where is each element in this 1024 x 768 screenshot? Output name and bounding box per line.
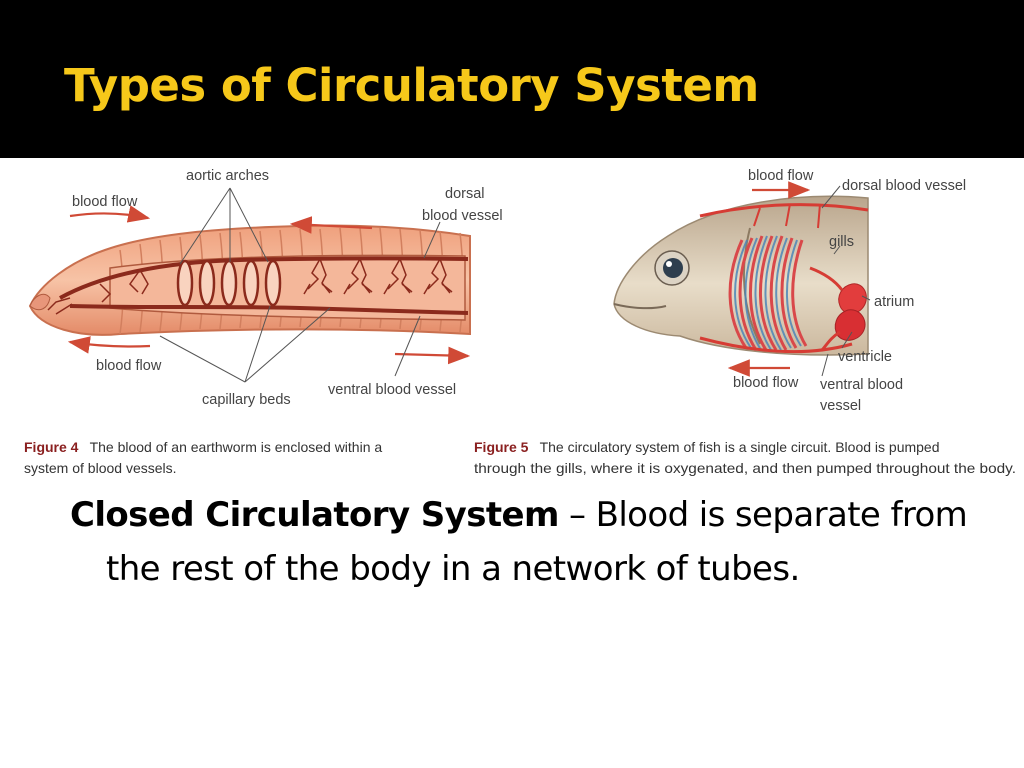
figure5-caption-line1: Figure 5 The circulatory system of fish … <box>474 437 940 456</box>
figure4-caption-line2: system of blood vessels. <box>24 460 177 476</box>
label-fish-blood-flow-top: blood flow <box>748 168 814 184</box>
label-fish-blood-flow-bottom: blood flow <box>733 375 799 391</box>
figure-canvas: aortic arches blood flow dorsal blood ve… <box>24 168 1016 476</box>
figure4-caption-line1: Figure 4 The blood of an earthworm is en… <box>24 437 382 456</box>
circulatory-figures: aortic arches blood flow dorsal blood ve… <box>0 158 1024 490</box>
fish-flow-arrows <box>727 181 811 377</box>
label-dorsal-blood-vessel: blood vessel <box>422 208 503 224</box>
label-blood-flow-top: blood flow <box>72 194 138 210</box>
label-ventral-vessel: vessel <box>820 398 861 414</box>
figure5-caption-line2: through the gills, where it is oxygenate… <box>474 460 1016 476</box>
label-ventral-blood-vessel: ventral blood vessel <box>328 382 456 398</box>
label-gills: gills <box>829 234 854 250</box>
earthworm-leader-lines <box>159 187 441 383</box>
label-capillary-beds: capillary beds <box>202 392 291 408</box>
body-definition: – Blood is separate from the rest of the… <box>106 495 968 589</box>
slide-title: Types of Circulatory System <box>64 59 759 112</box>
label-blood-flow-bottom: blood flow <box>96 358 162 374</box>
figure5-label: Figure 5 <box>474 439 529 455</box>
label-atrium: atrium <box>874 294 914 310</box>
label-dorsal: dorsal <box>445 186 485 202</box>
label-ventral-blood: ventral blood <box>820 377 903 393</box>
slide-header: Types of Circulatory System <box>0 0 1024 158</box>
label-ventricle: ventricle <box>838 349 892 365</box>
body-paragraph: Closed Circulatory System – Blood is sep… <box>70 488 1006 596</box>
figure5-caption-text1: The circulatory system of fish is a sing… <box>540 439 940 455</box>
figure4-label: Figure 4 <box>24 439 79 455</box>
body-term: Closed Circulatory System <box>70 495 559 535</box>
earthworm-flow-arrows <box>67 205 471 365</box>
figure4-caption-text1: The blood of an earthworm is enclosed wi… <box>90 439 383 455</box>
earthworm-illustration <box>28 224 471 336</box>
label-fish-dorsal-blood-vessel: dorsal blood vessel <box>842 178 966 194</box>
fish-illustration <box>613 195 869 356</box>
fish-leader-lines <box>821 185 871 377</box>
label-aortic-arches: aortic arches <box>186 168 269 184</box>
